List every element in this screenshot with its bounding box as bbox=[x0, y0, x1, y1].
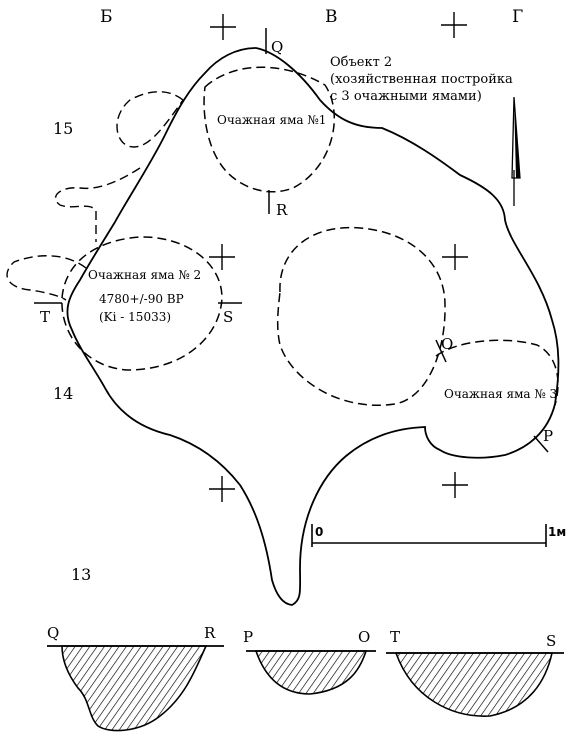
pit-2-outline bbox=[61, 236, 223, 371]
section-tick-p bbox=[533, 435, 549, 453]
profile-ts bbox=[386, 652, 564, 717]
section-mark-s: S bbox=[223, 308, 233, 326]
grid-row-15: 15 bbox=[53, 119, 73, 138]
pit-3-label: Очажная яма № 3 bbox=[444, 387, 557, 401]
pit-2-date: 4780+/-90 BP bbox=[99, 292, 184, 306]
scale-start-label: 0 bbox=[315, 525, 323, 539]
pit-3-outline bbox=[435, 339, 559, 406]
building-outline bbox=[66, 47, 560, 606]
grid-cross bbox=[442, 472, 468, 498]
oval-pit-outline bbox=[276, 226, 446, 406]
profile-qr-section bbox=[61, 645, 208, 732]
grid-column-v: В bbox=[325, 7, 338, 27]
profile-qr bbox=[47, 645, 224, 732]
profile-ts-section bbox=[394, 652, 553, 717]
scale-bar bbox=[311, 524, 547, 547]
north-arrow-icon bbox=[511, 96, 521, 206]
object-title: Объект 2 bbox=[330, 55, 392, 70]
pit-2-lab-code: (Ki - 15033) bbox=[99, 310, 171, 324]
extension-dashed-lower bbox=[6, 255, 87, 301]
pit-2-label: Очажная яма № 2 bbox=[88, 268, 201, 282]
grid-cross bbox=[442, 244, 468, 270]
pit-1-outline bbox=[203, 66, 336, 193]
profile-qr-left-label: Q bbox=[47, 624, 59, 642]
pit-1-label: Очажная яма №1 bbox=[217, 113, 326, 127]
section-tick-o bbox=[435, 339, 447, 363]
profile-po-right-label: O bbox=[358, 628, 370, 646]
section-mark-q: Q bbox=[271, 38, 283, 56]
profile-ts-left-label: T bbox=[390, 628, 400, 646]
profile-po-section bbox=[254, 650, 368, 695]
scale-end-label: 1м bbox=[548, 525, 566, 539]
section-mark-p: P bbox=[543, 427, 553, 445]
profile-qr-right-label: R bbox=[204, 624, 216, 642]
grid-column-g: Г bbox=[512, 7, 523, 27]
section-mark-r: R bbox=[276, 201, 288, 219]
grid-row-14: 14 bbox=[53, 384, 73, 403]
extension-dashed-middle bbox=[54, 167, 141, 242]
object-description-1: (хозяйственная постройка bbox=[330, 72, 513, 87]
profile-ts-right-label: S bbox=[546, 632, 556, 650]
profile-po bbox=[246, 650, 376, 695]
object-description-2: с 3 очажными ямами) bbox=[330, 89, 482, 104]
section-mark-t: T bbox=[40, 308, 50, 326]
grid-cross bbox=[209, 476, 235, 502]
extension-dashed-upper bbox=[116, 91, 184, 148]
section-ticks bbox=[34, 28, 549, 453]
grid-crosses bbox=[209, 12, 468, 502]
grid-row-13: 13 bbox=[71, 565, 91, 584]
grid-cross bbox=[209, 244, 235, 270]
grid-column-b: Б bbox=[100, 7, 113, 27]
grid-cross bbox=[441, 12, 467, 38]
section-mark-o: O bbox=[441, 335, 453, 353]
profile-po-left-label: P bbox=[243, 628, 253, 646]
grid-cross bbox=[210, 14, 236, 40]
